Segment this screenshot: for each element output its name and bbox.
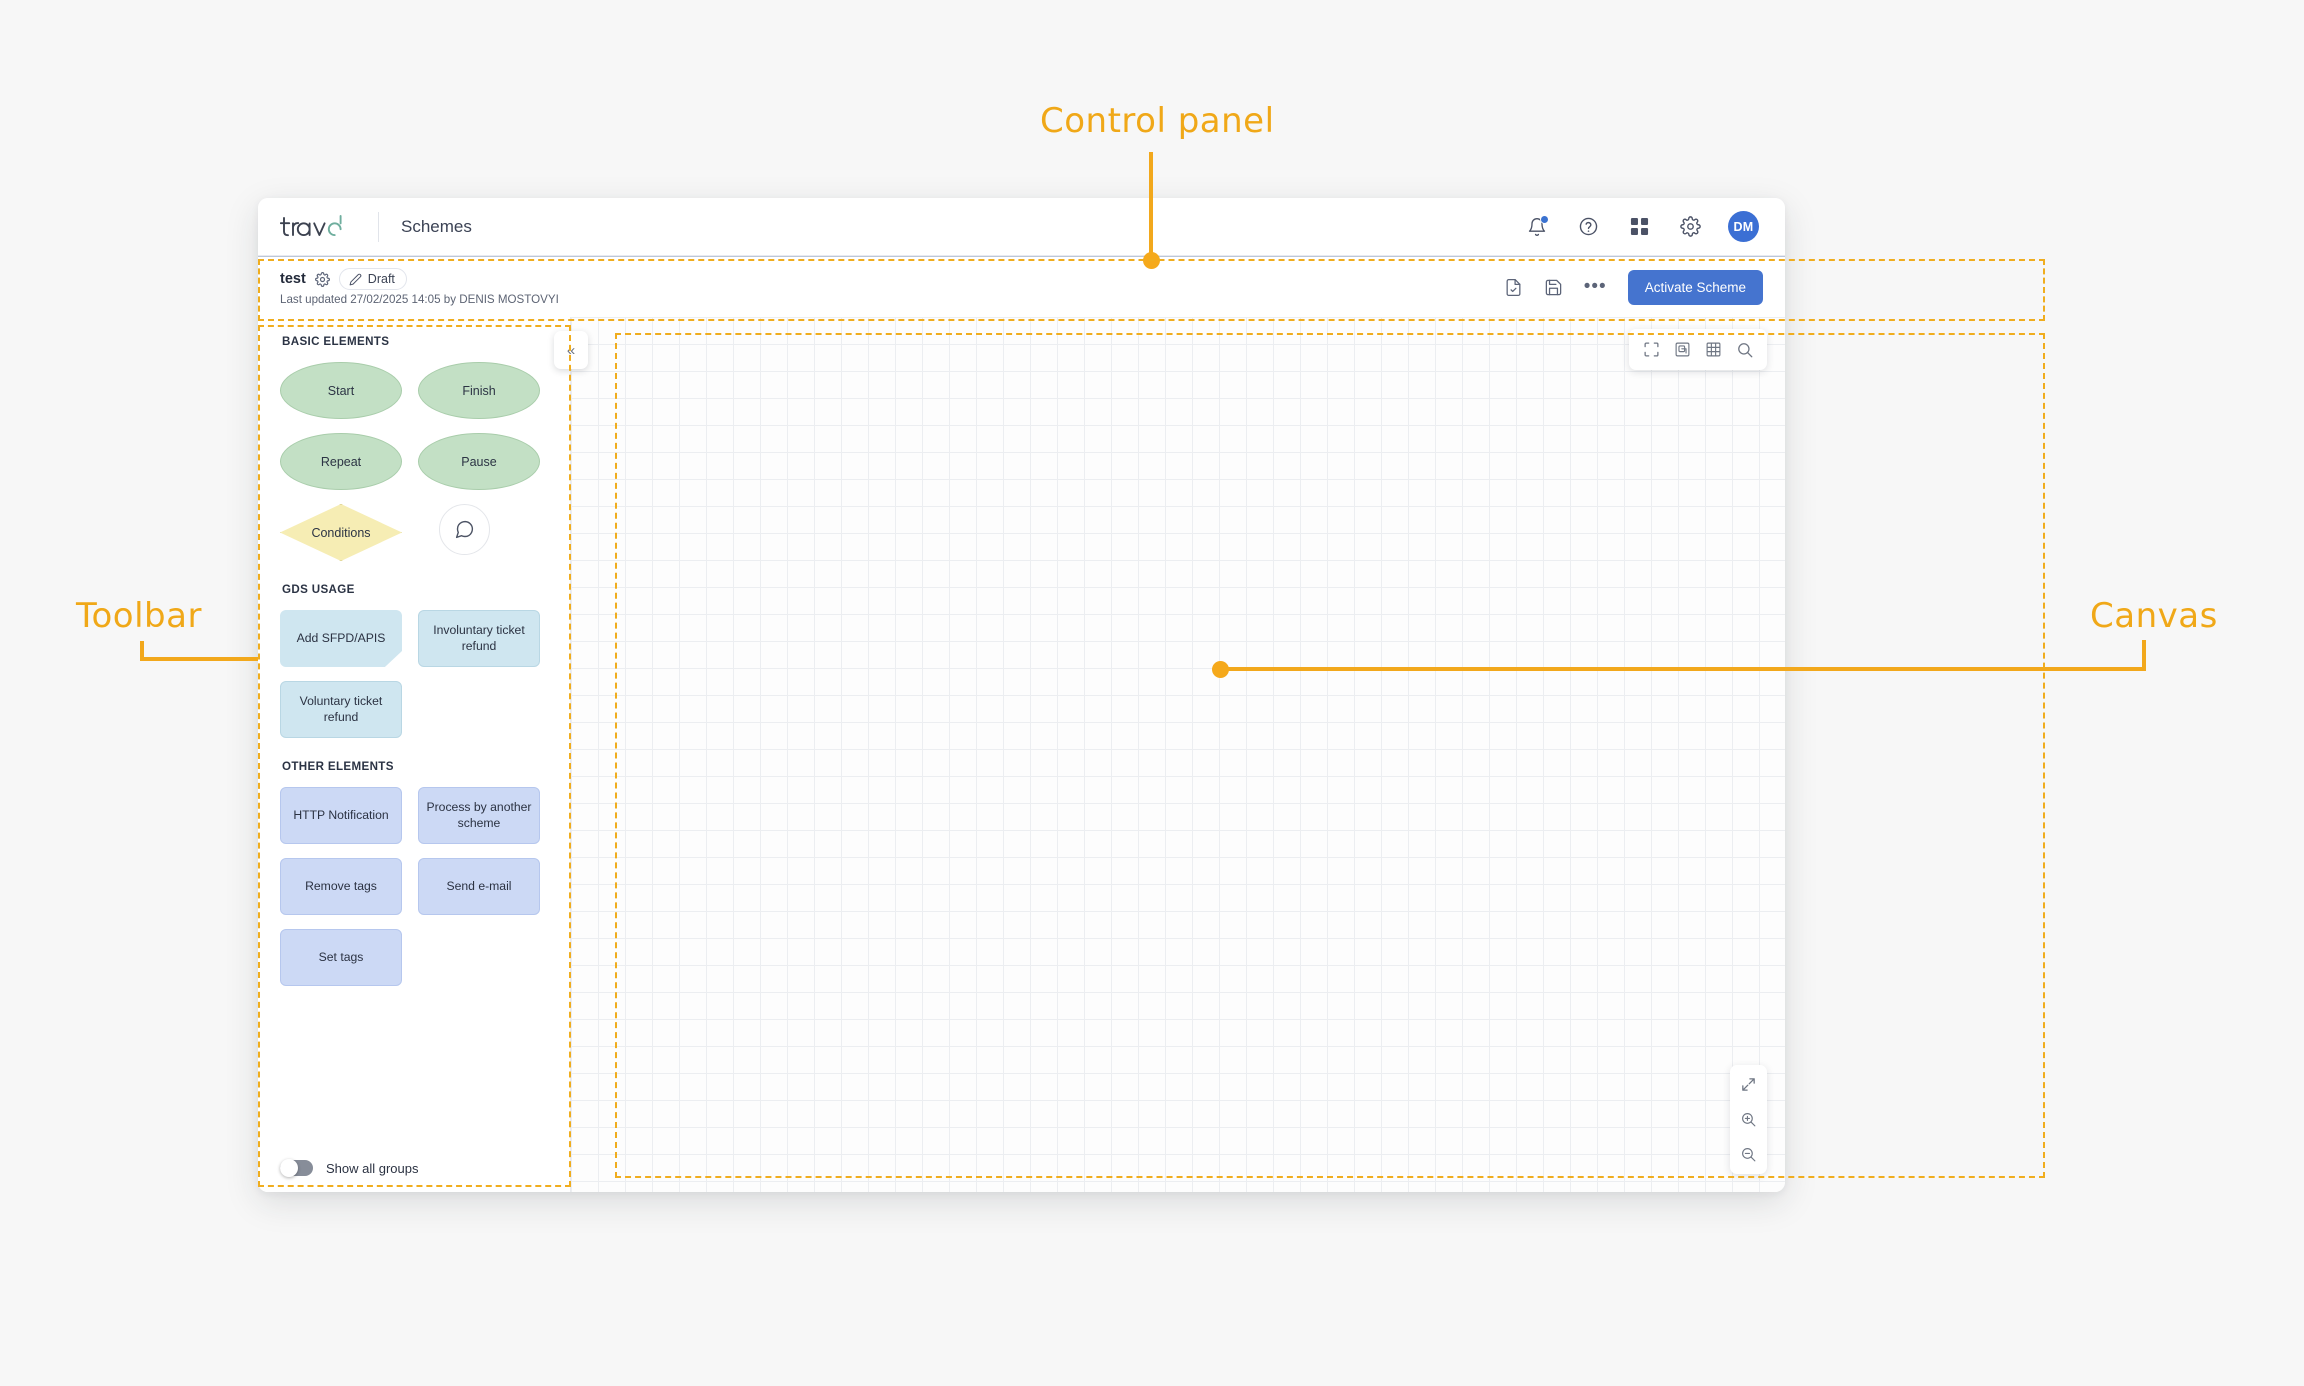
control-panel-actions: ••• Activate Scheme	[1504, 269, 1763, 305]
element-voluntary-ticket-refund[interactable]: Voluntary ticket refund	[280, 681, 402, 738]
save-icon[interactable]	[1544, 278, 1563, 297]
section-title-gds-usage: GDS USAGE	[282, 583, 355, 596]
grid-toggle-icon[interactable]	[1700, 336, 1727, 363]
status-badge-label: Draft	[367, 272, 395, 286]
scheme-info: test Draft Last updated 27/02/2025 14:05…	[280, 268, 559, 306]
annotation-label-canvas: Canvas	[2090, 596, 2218, 636]
element-involuntary-ticket-refund[interactable]: Involuntary ticket refund	[418, 610, 540, 667]
validate-document-icon[interactable]	[1504, 278, 1523, 297]
section-title-other-elements: OTHER ELEMENTS	[282, 760, 394, 773]
page-title: Schemes	[401, 216, 472, 236]
element-pause[interactable]: Pause	[418, 433, 540, 490]
annotation-label-toolbar: Toolbar	[76, 596, 202, 636]
zoom-in-icon[interactable]	[1735, 1106, 1762, 1133]
header-divider	[378, 211, 379, 242]
element-comment[interactable]	[439, 504, 490, 555]
last-updated-text: Last updated 27/02/2025 14:05 by DENIS M…	[280, 293, 559, 306]
toolbar-panel: BASIC ELEMENTS Start Finish Repeat Pause…	[258, 317, 571, 1192]
section-title-basic-elements: BASIC ELEMENTS	[282, 335, 390, 348]
control-panel: test Draft Last updated 27/02/2025 14:05…	[258, 256, 1785, 317]
header-actions: DM	[1524, 211, 1759, 242]
status-badge[interactable]: Draft	[338, 268, 407, 290]
other-elements-grid: HTTP Notification Process by another sch…	[280, 787, 548, 986]
element-add-sfpd-apis[interactable]: Add SFPD/APIS	[280, 610, 402, 667]
app-body: BASIC ELEMENTS Start Finish Repeat Pause…	[258, 317, 1785, 1192]
element-process-by-another-scheme[interactable]: Process by another scheme	[418, 787, 540, 844]
annotation-leader-control-panel	[1149, 152, 1153, 261]
settings-gear-icon[interactable]	[1677, 214, 1703, 240]
apps-grid-icon[interactable]	[1626, 214, 1652, 240]
element-start[interactable]: Start	[280, 362, 402, 419]
element-set-tags[interactable]: Set tags	[280, 929, 402, 986]
annotation-dot-control-panel	[1143, 252, 1160, 269]
more-options-button[interactable]: •••	[1583, 276, 1607, 297]
toggle-knob	[280, 1159, 298, 1177]
search-icon[interactable]	[1731, 336, 1758, 363]
scheme-name: test	[280, 271, 306, 287]
expand-arrows-icon[interactable]	[1735, 1071, 1762, 1098]
canvas-zoom-controls	[1730, 1065, 1767, 1174]
annotation-leader-canvas-vertical	[2142, 640, 2146, 670]
element-remove-tags[interactable]: Remove tags	[280, 858, 402, 915]
zoom-out-icon[interactable]	[1735, 1141, 1762, 1168]
bell-icon[interactable]	[1524, 214, 1550, 240]
show-all-groups-toggle[interactable]	[280, 1159, 313, 1177]
toolbar-scroll-area[interactable]: BASIC ELEMENTS Start Finish Repeat Pause…	[258, 317, 570, 1144]
notification-badge	[1540, 214, 1549, 224]
app-window: Schemes	[258, 198, 1785, 1192]
gds-usage-grid: Add SFPD/APIS Involuntary ticket refund …	[280, 610, 548, 738]
element-conditions[interactable]: Conditions	[280, 504, 402, 561]
element-conditions-label: Conditions	[311, 525, 371, 540]
annotation-label-control-panel: Control panel	[1040, 101, 1275, 141]
duplicate-layers-icon[interactable]	[1669, 336, 1696, 363]
avatar[interactable]: DM	[1728, 211, 1759, 242]
activate-scheme-button[interactable]: Activate Scheme	[1627, 269, 1763, 305]
canvas-area[interactable]	[571, 317, 1785, 1192]
basic-elements-grid: Start Finish Repeat Pause Conditions	[280, 362, 548, 561]
annotation-leader-toolbar-horizontal	[140, 657, 266, 661]
element-repeat[interactable]: Repeat	[280, 433, 402, 490]
help-icon[interactable]	[1575, 214, 1601, 240]
annotation-leader-canvas-horizontal	[1222, 667, 2146, 671]
trava-logo[interactable]	[280, 212, 358, 242]
scheme-settings-gear-icon[interactable]	[314, 271, 330, 287]
annotation-leader-toolbar-vertical	[140, 641, 144, 661]
canvas-toolbar	[1629, 329, 1767, 370]
element-finish[interactable]: Finish	[418, 362, 540, 419]
element-http-notification[interactable]: HTTP Notification	[280, 787, 402, 844]
show-all-groups-label: Show all groups	[326, 1160, 419, 1176]
collapse-toolbar-button[interactable]: «	[554, 331, 588, 369]
fit-screen-icon[interactable]	[1638, 336, 1665, 363]
app-header: Schemes	[258, 198, 1785, 256]
annotation-dot-canvas	[1212, 661, 1229, 678]
element-send-email[interactable]: Send e-mail	[418, 858, 540, 915]
toolbar-footer: Show all groups	[258, 1144, 570, 1192]
